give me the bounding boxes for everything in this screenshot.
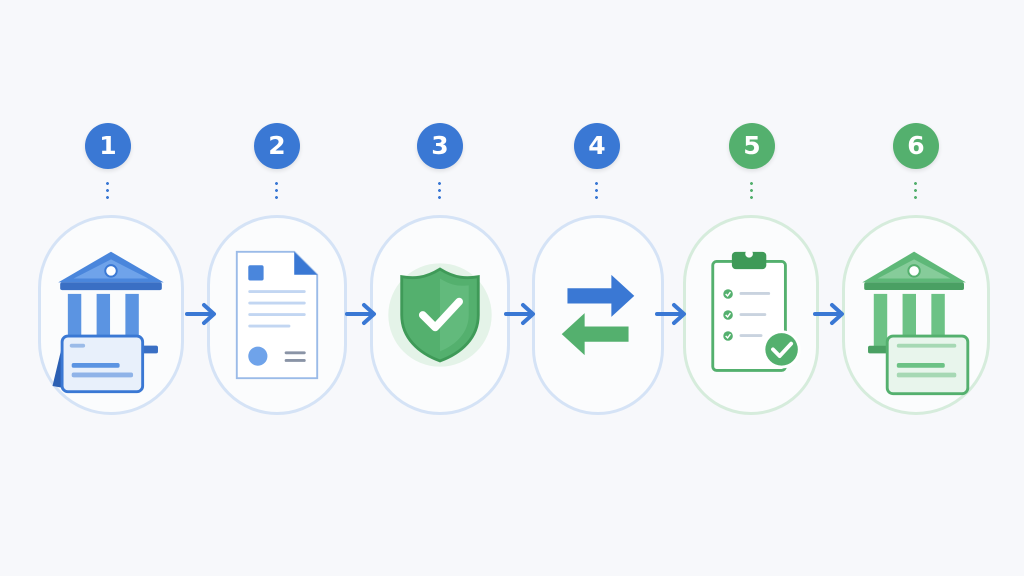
flow-arrow-4: [655, 303, 686, 325]
step-3-badge: 3: [417, 123, 463, 169]
flow-arrow-5: [813, 303, 844, 325]
step-1-badge: 1: [85, 123, 131, 169]
step-3-connector: [438, 180, 441, 202]
step-6-pill: [842, 215, 990, 415]
bank-card-icon: [52, 251, 164, 394]
step-2-badge: 2: [254, 123, 300, 169]
flow-arrow-1: [185, 303, 216, 325]
step-6-connector: [914, 180, 917, 202]
step-4-badge: 4: [574, 123, 620, 169]
step-5-pill: [683, 215, 819, 415]
checklist-clipboard-icon: [711, 250, 801, 372]
step-2-pill: [207, 215, 347, 415]
step-4-pill: [532, 215, 664, 415]
bank-card-icon: [862, 251, 970, 396]
step-2-connector: [275, 180, 278, 202]
flow-arrow-2: [345, 303, 376, 325]
step-5-badge: 5: [729, 123, 775, 169]
step-1-connector: [106, 180, 109, 202]
shield-check-icon: [388, 263, 492, 367]
step-1-pill: [38, 215, 184, 415]
step-5-connector: [750, 180, 753, 202]
transfer-arrows-icon: [561, 274, 635, 356]
step-4-connector: [595, 180, 598, 202]
flow-arrow-3: [504, 303, 535, 325]
step-3-pill: [370, 215, 510, 415]
step-6-badge: 6: [893, 123, 939, 169]
document-icon: [235, 250, 319, 380]
